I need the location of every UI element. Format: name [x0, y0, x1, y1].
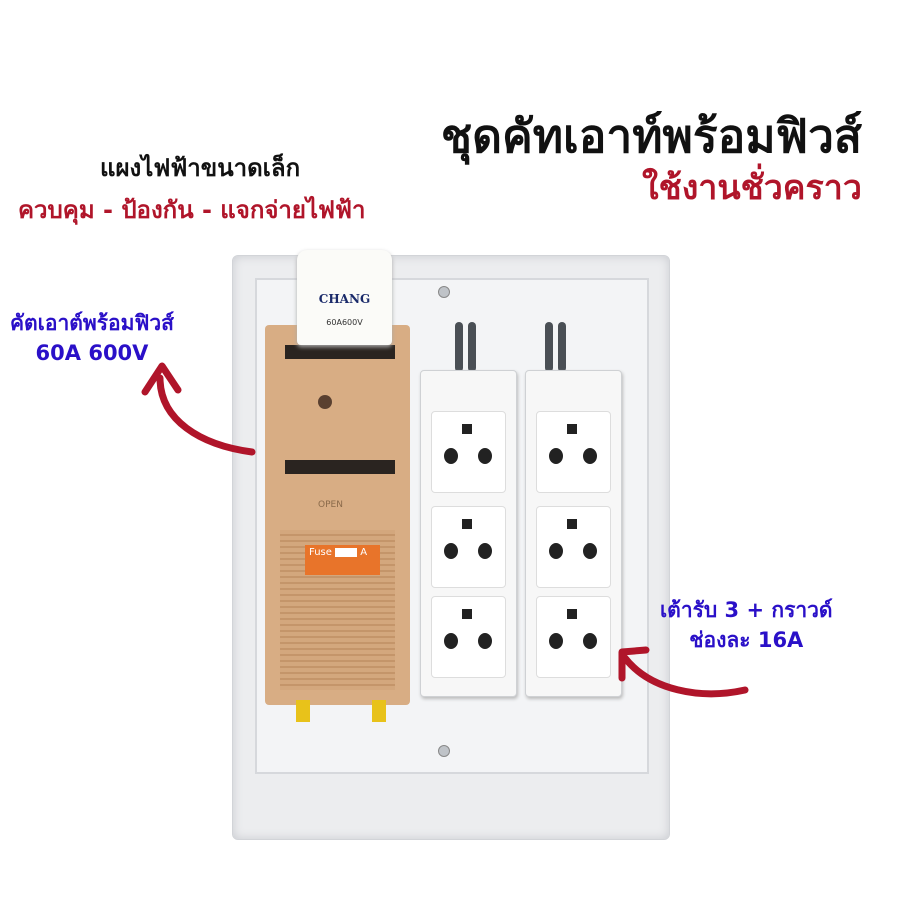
wire-terminal: [296, 700, 310, 722]
breaker-band: [285, 460, 395, 474]
fuse-window: [335, 547, 358, 557]
headline-subtitle: ใช้งานชั่วคราว: [642, 168, 862, 208]
cable: [455, 322, 463, 372]
breaker-cap[interactable]: CHANG 60A600V: [297, 250, 392, 345]
outlet-strip: [420, 370, 517, 697]
fuse-text: Fuse: [309, 547, 332, 558]
intro-title: แผงไฟฟ้าขนาดเล็ก: [100, 154, 301, 182]
outlet-callout: เต้ารับ 3 + กราวด์ ช่องละ 16A: [660, 595, 833, 655]
cutout-callout: คัตเอาต์พร้อมฟิวส์ 60A 600V: [10, 308, 174, 368]
brand-label: CHANG: [318, 292, 371, 306]
cutout-callout-line1: คัตเอาต์พร้อมฟิวส์: [10, 311, 174, 335]
cutout-callout-line2: 60A 600V: [35, 341, 149, 365]
outlet-socket[interactable]: [536, 411, 611, 493]
fuse-label: Fuse A: [305, 545, 380, 575]
screw-icon: [438, 286, 450, 298]
headline-title: ชุดคัทเอาท์พร้อมฟิวส์: [440, 109, 862, 163]
screw-icon: [438, 745, 450, 757]
cap-rating: 60A600V: [326, 318, 363, 327]
outlet-callout-line1: เต้ารับ 3 + กราวด์: [660, 598, 833, 622]
outlet-socket[interactable]: [431, 411, 506, 493]
breaker-hole: [318, 395, 332, 409]
arrow-left-head-icon: [141, 362, 182, 396]
breaker-band: [285, 345, 395, 359]
outlet-strip: [525, 370, 622, 697]
fuse-unit: A: [360, 547, 368, 558]
arrow-right-head-icon: [618, 646, 650, 682]
outlet-callout-line2: ช่องละ 16A: [689, 628, 804, 652]
outlet-socket[interactable]: [536, 596, 611, 678]
arrow-right-icon: [621, 654, 749, 698]
wire-terminal: [372, 700, 386, 722]
intro-tagline: ควบคุม - ป้องกัน - แจกจ่ายไฟฟ้า: [18, 196, 366, 224]
outlet-socket[interactable]: [431, 596, 506, 678]
outlet-socket[interactable]: [431, 506, 506, 588]
cable: [558, 322, 566, 372]
cable: [468, 322, 476, 372]
cable: [545, 322, 553, 372]
open-label: OPEN: [318, 500, 343, 510]
arrow-left-icon: [156, 374, 256, 456]
outlet-socket[interactable]: [536, 506, 611, 588]
